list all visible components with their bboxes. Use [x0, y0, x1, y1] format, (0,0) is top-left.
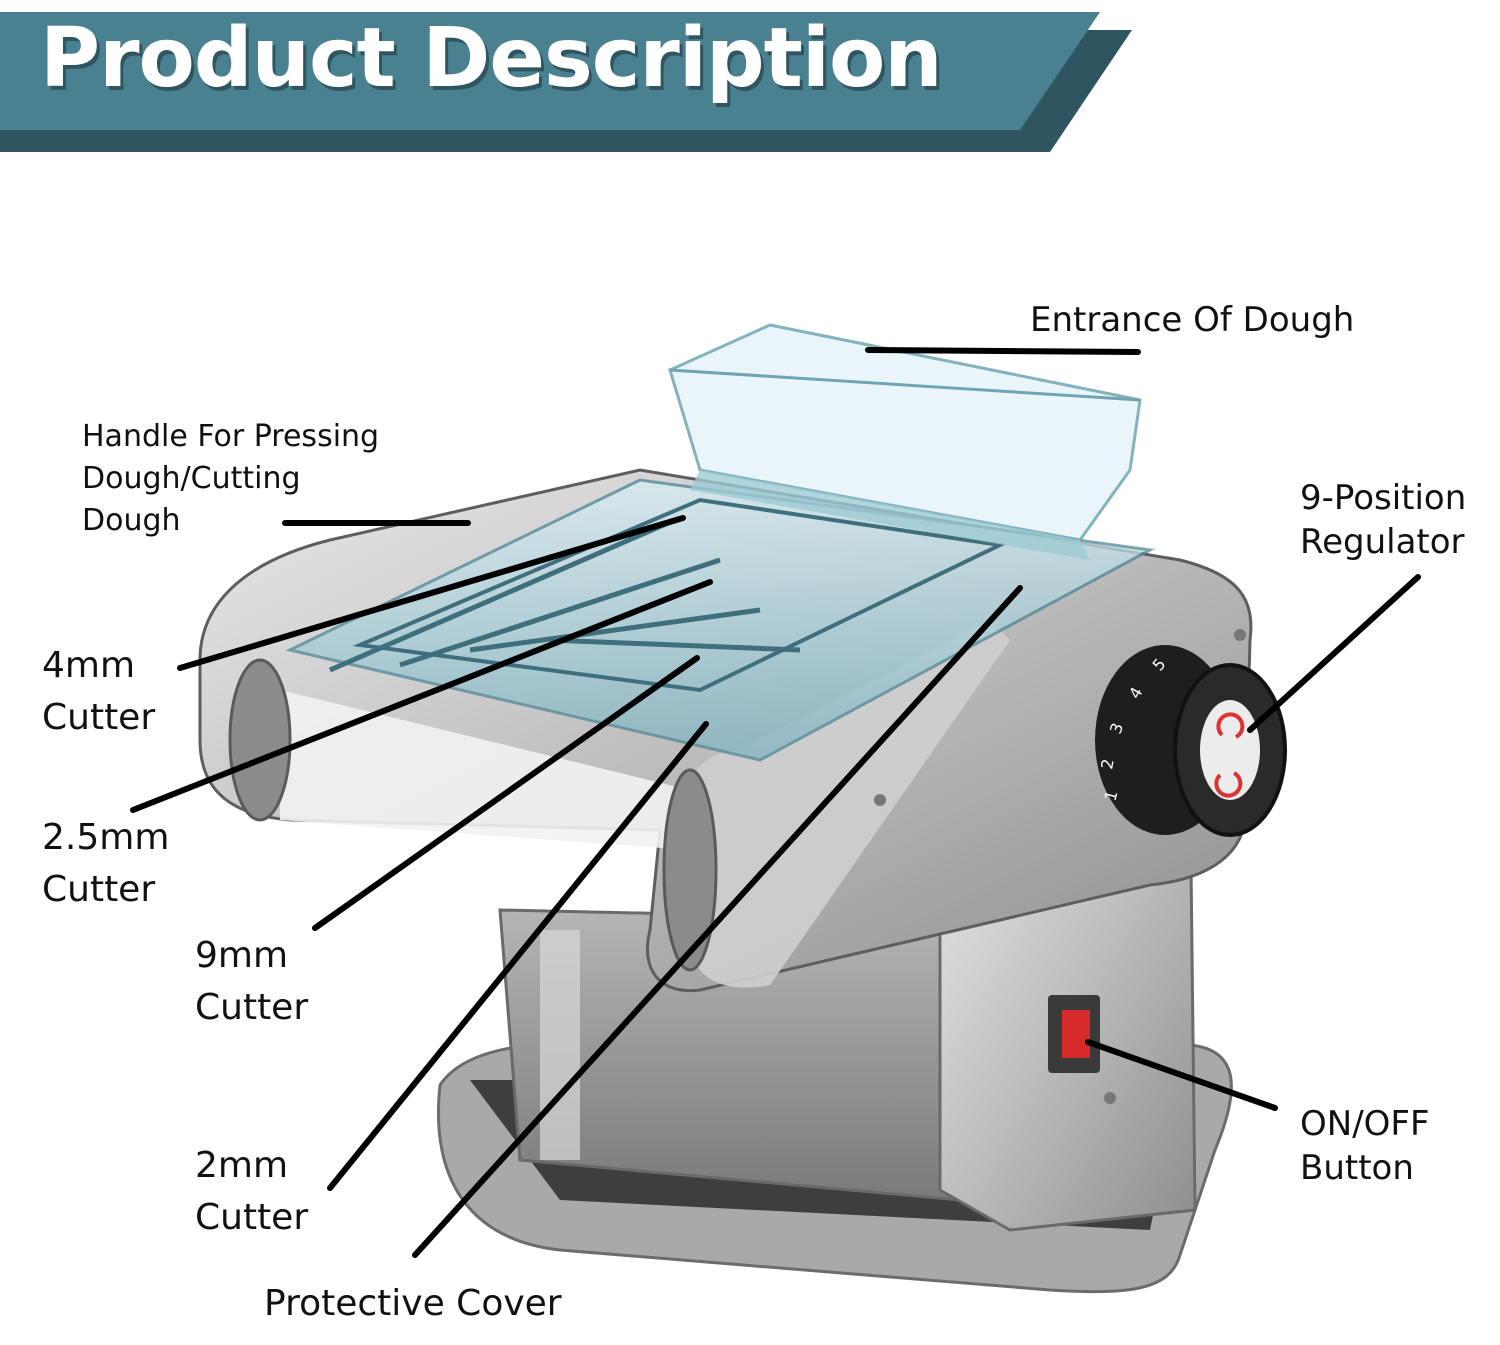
banner-title: Product Description	[40, 11, 943, 106]
label-handle-line-2: Dough/Cutting	[82, 461, 301, 496]
power-switch	[1048, 995, 1100, 1073]
leader-9mm	[312, 655, 700, 931]
banner	[0, 12, 1132, 152]
leader-regulator	[1247, 574, 1421, 733]
leader-2-5mm	[130, 579, 713, 813]
label-2mm-line-2: Cutter	[195, 1197, 309, 1238]
label-handle-line-3: Dough	[82, 503, 181, 538]
leader-entrance	[865, 347, 1141, 355]
label-2-5mm-line-2: Cutter	[42, 869, 156, 910]
label-4mm-line-2: Cutter	[42, 697, 156, 738]
label-regulator: 9-Position Regulator	[1300, 476, 1466, 564]
label-2-5mm-cutter: 2.5mm Cutter	[42, 812, 169, 916]
label-4mm-line-1: 4mm	[42, 645, 136, 686]
label-protective-cover-text: Protective Cover	[264, 1283, 562, 1324]
leader-2mm	[327, 721, 709, 1191]
label-on-off-line-2: Button	[1300, 1148, 1414, 1188]
label-2mm-cutter: 2mm Cutter	[195, 1140, 308, 1244]
leader-power	[1085, 1039, 1278, 1111]
regulator-dial	[1095, 645, 1287, 837]
leader-4mm	[177, 515, 686, 671]
label-2mm-line-1: 2mm	[195, 1145, 289, 1186]
label-entrance-of-dough: Entrance Of Dough	[1030, 298, 1354, 342]
dough-hopper	[668, 323, 1142, 560]
leader-lines	[130, 347, 1421, 1258]
dial-number-2: 2	[1097, 757, 1117, 770]
label-regulator-line-1: 9-Position	[1300, 478, 1467, 518]
label-9mm-line-2: Cutter	[195, 987, 309, 1028]
label-9mm-line-1: 9mm	[195, 935, 289, 976]
label-regulator-line-2: Regulator	[1300, 522, 1465, 562]
label-4mm-cutter: 4mm Cutter	[42, 640, 155, 744]
label-handle-line-1: Handle For Pressing	[82, 419, 380, 454]
label-entrance-text: Entrance Of Dough	[1030, 300, 1355, 340]
leader-protective	[412, 585, 1023, 1258]
label-2-5mm-line-1: 2.5mm	[42, 817, 170, 858]
label-handle: Handle For Pressing Dough/Cutting Dough	[82, 416, 379, 542]
label-on-off-line-1: ON/OFF	[1300, 1104, 1430, 1144]
banner-band	[0, 12, 1100, 130]
label-on-off-button: ON/OFF Button	[1300, 1102, 1430, 1190]
label-9mm-cutter: 9mm Cutter	[195, 930, 308, 1034]
dial-number-1: 1	[1101, 788, 1122, 803]
label-protective-cover: Protective Cover	[264, 1278, 562, 1330]
